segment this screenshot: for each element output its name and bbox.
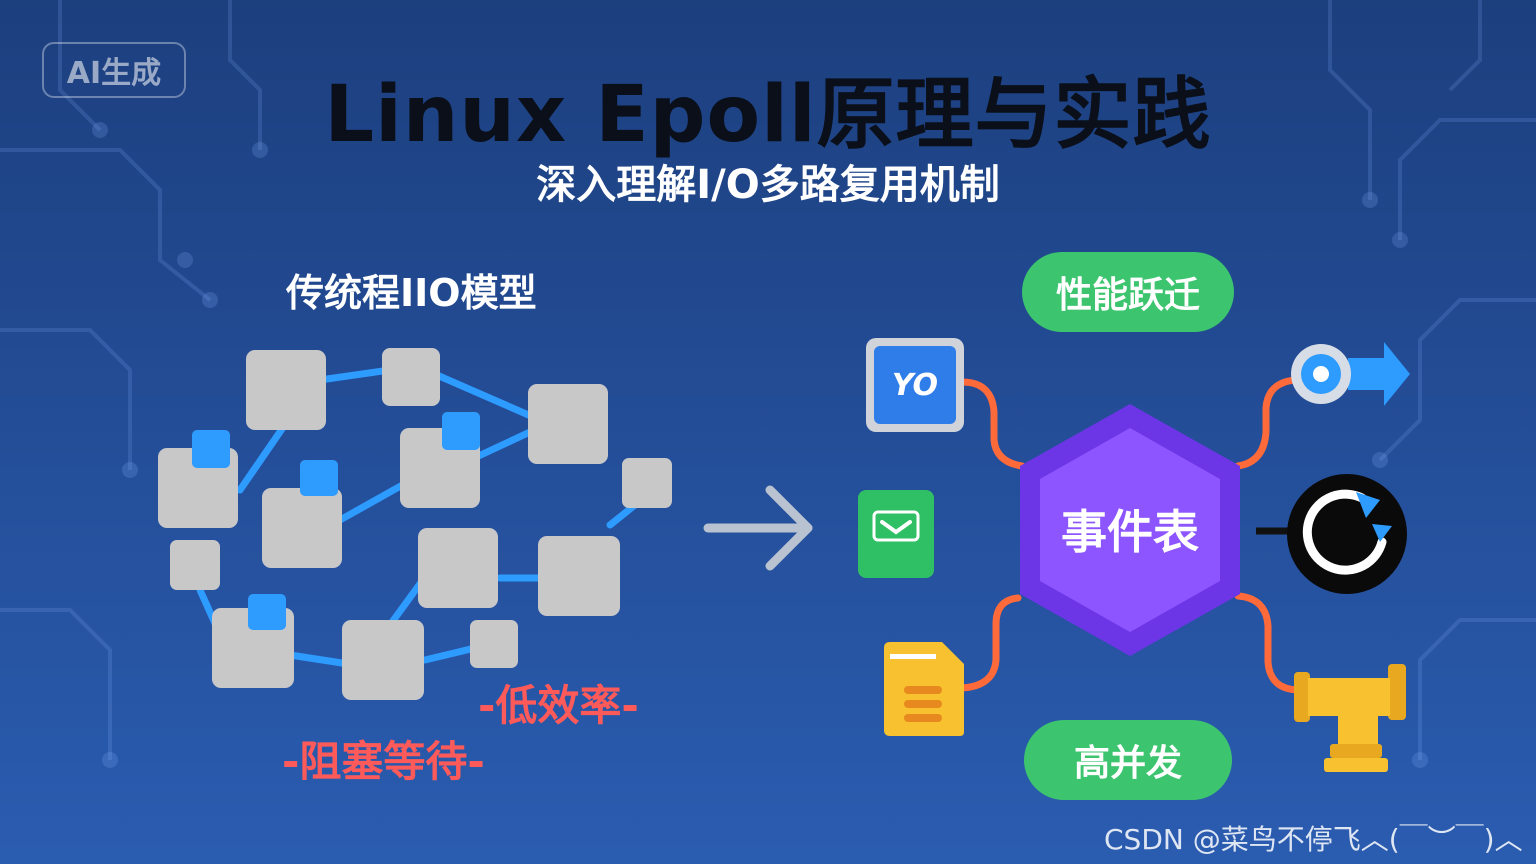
blocked-marker — [442, 412, 480, 450]
performance-leap-pill: 性能跃迁 — [1022, 252, 1234, 332]
connector — [1234, 592, 1304, 694]
pipe-icon — [1294, 664, 1406, 772]
page-subtitle: 深入理解I/O多路复用机制 — [536, 162, 1000, 208]
mail-icon — [858, 490, 934, 578]
blocked-marker — [192, 430, 230, 468]
io-node — [528, 384, 608, 464]
page-title: Linux Epoll原理与实践 — [324, 70, 1212, 160]
io-node — [342, 620, 424, 700]
io-device-label: YO — [874, 346, 956, 424]
hexagon-inner — [1040, 428, 1220, 632]
refresh-icon — [1287, 474, 1407, 594]
blocked-marker — [248, 594, 286, 630]
network-link — [316, 366, 394, 384]
connector — [958, 594, 1022, 692]
connectors — [958, 376, 1304, 694]
network-link — [426, 368, 544, 424]
transition-arrow-icon — [703, 485, 813, 571]
blocking-wait-tag: -阻塞等待- — [282, 737, 485, 786]
io-node — [382, 348, 440, 406]
blocked-markers — [192, 412, 480, 630]
target-arrow-icon — [1291, 342, 1410, 406]
connector — [958, 378, 1026, 470]
io-node — [418, 528, 498, 608]
io-node — [170, 540, 220, 590]
csdn-watermark: CSDN @菜鸟不停飞︿(￣︶￣)︿ — [1104, 823, 1523, 856]
io-node — [262, 488, 342, 568]
io-node — [622, 458, 672, 508]
high-concurrency-pill: 高并发 — [1024, 720, 1232, 800]
ai-generated-badge: AI生成 — [42, 42, 186, 98]
network-nodes — [158, 348, 672, 700]
io-device-icon: YO — [866, 338, 964, 432]
document-icon — [884, 642, 964, 736]
io-node — [470, 620, 518, 668]
event-table-label: 事件表 — [1061, 505, 1199, 559]
network-link — [421, 644, 479, 664]
traditional-io-label: 传统程IIO模型 — [286, 271, 537, 315]
io-node — [246, 350, 326, 430]
low-efficiency-tag: -低效率- — [478, 681, 639, 730]
connector — [1234, 376, 1300, 470]
blocked-marker — [300, 460, 338, 496]
io-node — [538, 536, 620, 616]
